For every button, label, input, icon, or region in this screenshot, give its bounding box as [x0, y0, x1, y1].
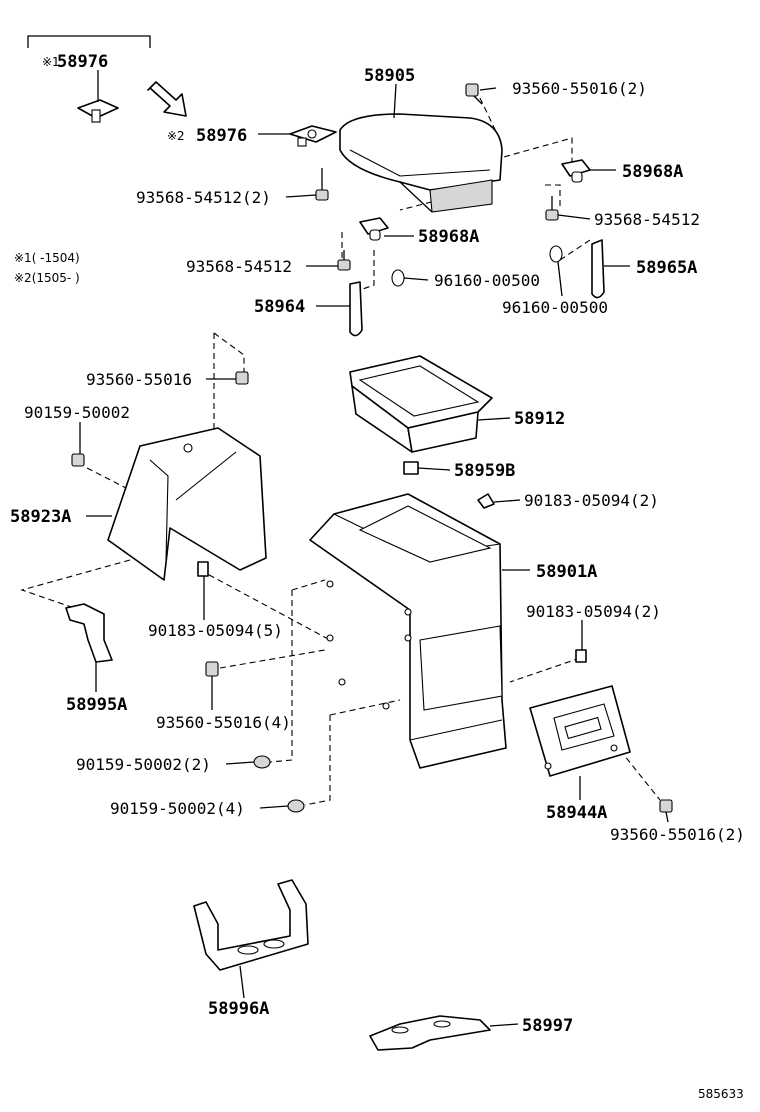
part-58901A-console-body	[309, 493, 507, 769]
note-2: ※2(1505- )	[14, 271, 80, 285]
label-58959B: 58959B	[454, 461, 515, 481]
screw-icon	[545, 196, 559, 221]
part-58968A-middle	[359, 217, 389, 241]
label-58964: 58964	[254, 297, 305, 317]
bolt-icon	[205, 661, 219, 677]
label-96160-00500-right: 96160-00500	[502, 298, 608, 317]
bolt-icon	[659, 799, 673, 813]
part-58976-variant1	[77, 99, 119, 123]
leader-lines	[79, 70, 669, 1027]
clip-icon	[71, 453, 85, 467]
figure-id: 585633	[698, 1087, 744, 1101]
part-58905-armrest-lid	[339, 113, 503, 213]
nut-icon	[197, 561, 209, 577]
note-1: ※1( -1504)	[14, 251, 80, 265]
label-93560-55016-4: 93560-55016(4)	[156, 713, 291, 732]
label-58976-variant1: 58976	[57, 52, 108, 72]
label-58976-variant2: 58976	[196, 126, 247, 146]
part-58959B-pad	[403, 461, 419, 475]
part-labels: ※1 58976 ※2 58976 58905 93560-55016(2) 9…	[10, 52, 745, 1101]
bolt-icon	[465, 83, 483, 105]
label-58944A: 58944A	[546, 803, 607, 823]
part-58968A-right	[561, 159, 591, 183]
bolt-icon	[235, 371, 249, 385]
variant-bracket	[27, 35, 151, 48]
arrow-icon	[147, 81, 187, 117]
label-93560-55016: 93560-55016	[86, 370, 192, 389]
nut-icon	[575, 649, 587, 663]
screw-icon	[315, 168, 329, 201]
clip-icon	[253, 755, 271, 769]
note-mark-2: ※2	[167, 129, 185, 143]
label-93560-55016-2-top: 93560-55016(2)	[512, 79, 647, 98]
screw-icon	[337, 250, 351, 271]
part-58944A-rear-panel	[529, 685, 631, 777]
clip-icon	[287, 799, 305, 813]
label-90183-05094-2-top: 90183-05094(2)	[524, 491, 659, 510]
label-90159-50002-4: 90159-50002(4)	[110, 799, 245, 818]
label-93560-55016-2-bottom: 93560-55016(2)	[610, 825, 745, 844]
label-58923A: 58923A	[10, 507, 71, 527]
label-93568-54512-2: 93568-54512(2)	[136, 188, 271, 207]
part-58996A-bracket	[193, 879, 309, 971]
label-90183-05094-2-right: 90183-05094(2)	[526, 602, 661, 621]
part-58995A-bracket	[65, 603, 113, 663]
label-58996A: 58996A	[208, 999, 269, 1019]
label-58965A: 58965A	[636, 258, 697, 278]
note-mark-1: ※1	[42, 55, 60, 69]
label-90159-50002-2: 90159-50002(2)	[76, 755, 211, 774]
label-58968A-right: 58968A	[622, 162, 683, 182]
label-58995A: 58995A	[66, 695, 127, 715]
part-58976-variant2	[289, 125, 337, 147]
label-96160-00500-middle: 96160-00500	[434, 271, 540, 290]
part-58912-tray	[349, 355, 493, 453]
nut-icon	[477, 493, 495, 509]
label-58905: 58905	[364, 66, 415, 86]
label-90183-05094-5: 90183-05094(5)	[148, 621, 283, 640]
label-93568-54512-left: 93568-54512	[186, 257, 292, 276]
part-58964-stay	[349, 281, 363, 337]
label-58968A-middle: 58968A	[418, 227, 479, 247]
label-58901A: 58901A	[536, 562, 597, 582]
label-90159-50002: 90159-50002	[24, 403, 130, 422]
label-58997: 58997	[522, 1016, 573, 1036]
part-58997-base-plate	[369, 1015, 491, 1051]
part-58923A-side-panel	[107, 427, 267, 581]
part-58965A-stay	[591, 239, 605, 299]
label-93568-54512-right: 93568-54512	[594, 210, 700, 229]
label-58912: 58912	[514, 409, 565, 429]
